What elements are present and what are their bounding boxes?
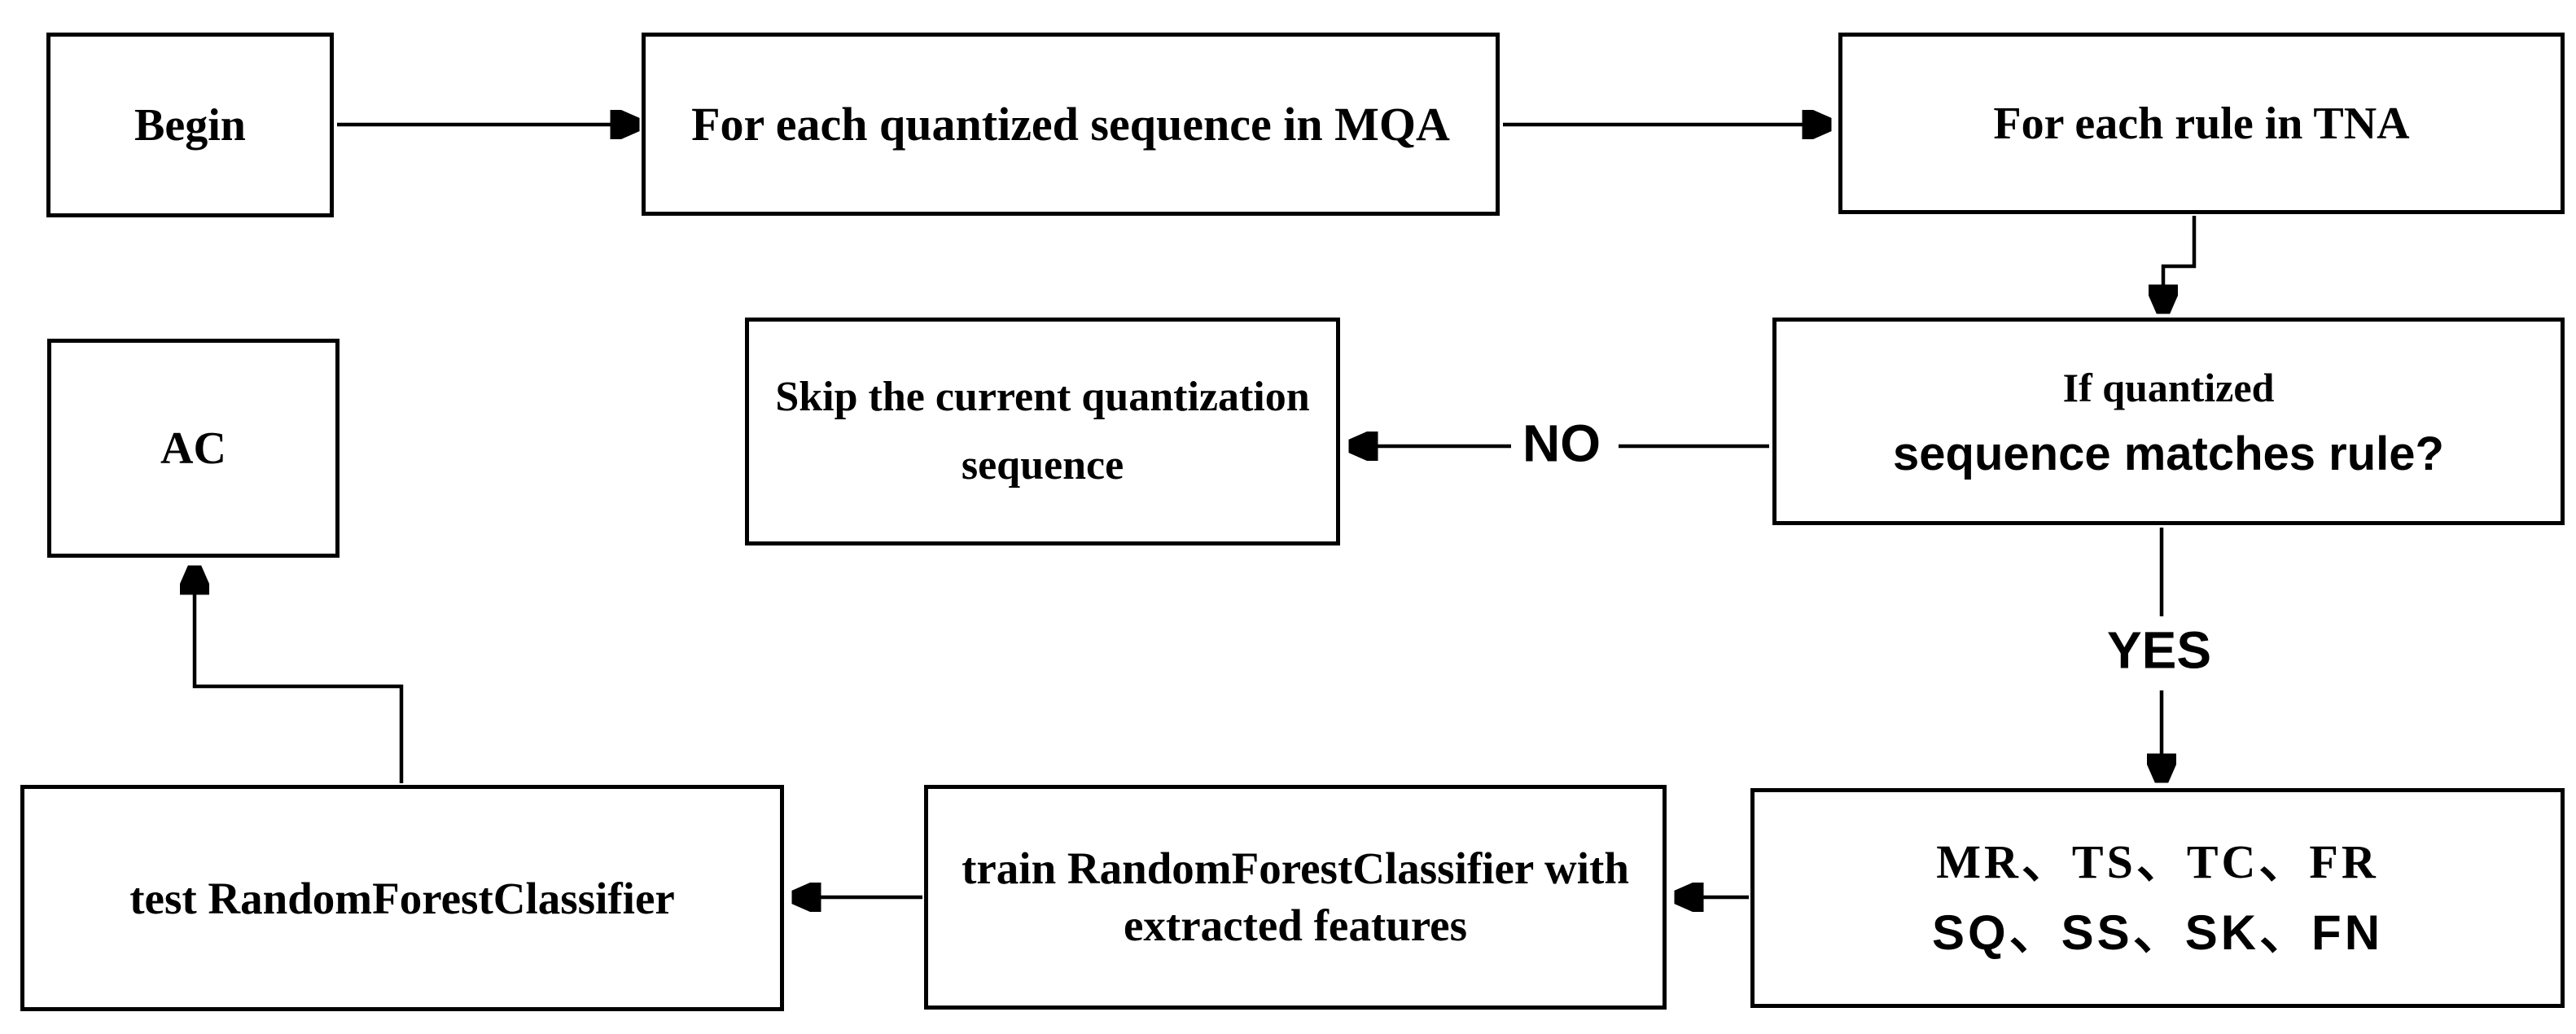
node-test-label: test RandomForestClassifier [129, 873, 675, 923]
node-train-line1: train RandomForestClassifier with [962, 843, 1629, 893]
edge-label-yes: YES [2101, 620, 2217, 681]
node-features-line1: MR、TS、TC、FR [1936, 835, 2379, 888]
node-features-line2: SQ、SS、SK、FN [1931, 905, 2384, 960]
node-tna-label: For each rule in TNA [1993, 98, 2410, 149]
node-decision-line2: sequence matches rule? [1893, 427, 2444, 480]
node-extracted-features: MR、TS、TC、FR SQ、SS、SK、FN [1750, 788, 2565, 1008]
node-ac: AC [47, 339, 340, 558]
node-begin: Begin [46, 33, 334, 217]
node-decision-line1: If quantized [2062, 364, 2275, 410]
node-ac-label: AC [160, 423, 226, 474]
node-train-classifier: train RandomForestClassifier with extrac… [924, 785, 1667, 1010]
edge-label-no: NO [1518, 413, 1606, 474]
node-skip-line1: Skip the current quantization [775, 374, 1310, 420]
node-test-classifier: test RandomForestClassifier [20, 785, 784, 1011]
node-train-line2: extracted features [1124, 900, 1467, 950]
node-skip-sequence: Skip the current quantization sequence [745, 318, 1340, 545]
node-skip-line2: sequence [961, 442, 1124, 489]
node-for-each-rule: For each rule in TNA [1838, 33, 2565, 214]
node-decision-match-rule: If quantized sequence matches rule? [1772, 318, 2565, 525]
edge-test-to-ac [195, 570, 404, 783]
node-begin-label: Begin [134, 99, 246, 151]
edge-tna-to-decision [2163, 216, 2197, 309]
node-for-each-quantized-sequence: For each quantized sequence in MQA [642, 33, 1500, 216]
node-mqa-label: For each quantized sequence in MQA [691, 98, 1450, 151]
